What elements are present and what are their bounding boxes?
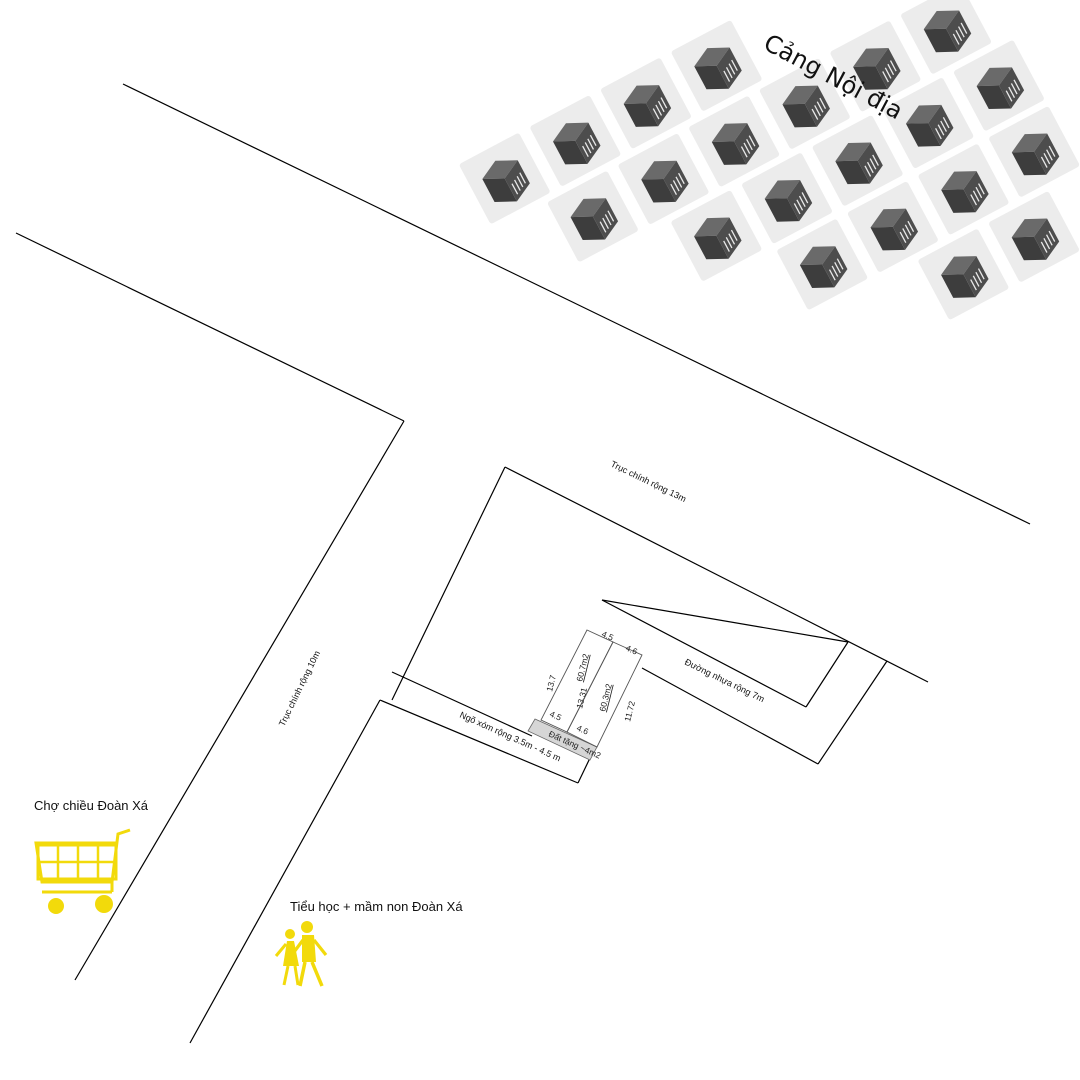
- asphalt-road-lower-end: [817, 660, 888, 765]
- main-road-13m-lower-edge: [504, 466, 929, 683]
- lot2-bottom-width: 4.6: [575, 723, 590, 737]
- lot2-area: 60.3m2: [597, 682, 614, 712]
- market-label: Chợ chiều Đoàn Xá: [34, 798, 149, 813]
- lot1-top-width: 4.5: [600, 629, 615, 643]
- lot1-bottom-width: 4.5: [548, 709, 563, 723]
- asphalt-road-upper-edge-main: [601, 599, 807, 708]
- school-label: Tiểu học + mầm non Đoàn Xá: [290, 899, 463, 914]
- shopping-cart-icon: [34, 828, 131, 914]
- asphalt-road-lower-edge: [641, 667, 819, 765]
- lot1-area: 60.7m2: [574, 652, 591, 682]
- alley-upper-edge: [391, 671, 533, 737]
- lot2-length: 11.72: [622, 700, 637, 723]
- main-road-10m-label: Trục chính rộng 10m: [277, 649, 322, 728]
- lot2-top-width: 4.6: [624, 643, 639, 657]
- alley-lower-edge: [379, 699, 579, 784]
- main-road-13m-label: Trục chính rộng 13m: [609, 459, 688, 504]
- asphalt-road-upper-end: [805, 641, 849, 708]
- land-lots: 4.5 4.6 13.7 60.7m2 13.31 60.3m2 11.72 4…: [527, 629, 643, 761]
- main-road-10m-left-edge: [74, 420, 405, 981]
- alley-end: [577, 757, 591, 784]
- asphalt-road-upper-edge: [601, 599, 849, 643]
- main-road-13m: [122, 83, 1031, 525]
- main-road-10m-right-edge-lower: [189, 699, 381, 1044]
- main-road-10m-right-edge: [391, 466, 506, 701]
- walking-children-icon: [274, 921, 328, 987]
- lot1-length: 13.7: [544, 674, 558, 693]
- building-icon: [458, 131, 552, 226]
- port-building-cluster: [458, 0, 1080, 321]
- main-road-10m-left-upper: [15, 232, 405, 422]
- gift-land-strip: [527, 718, 598, 761]
- lot-2: [566, 641, 643, 748]
- lot-mid-length: 13.31: [574, 686, 589, 709]
